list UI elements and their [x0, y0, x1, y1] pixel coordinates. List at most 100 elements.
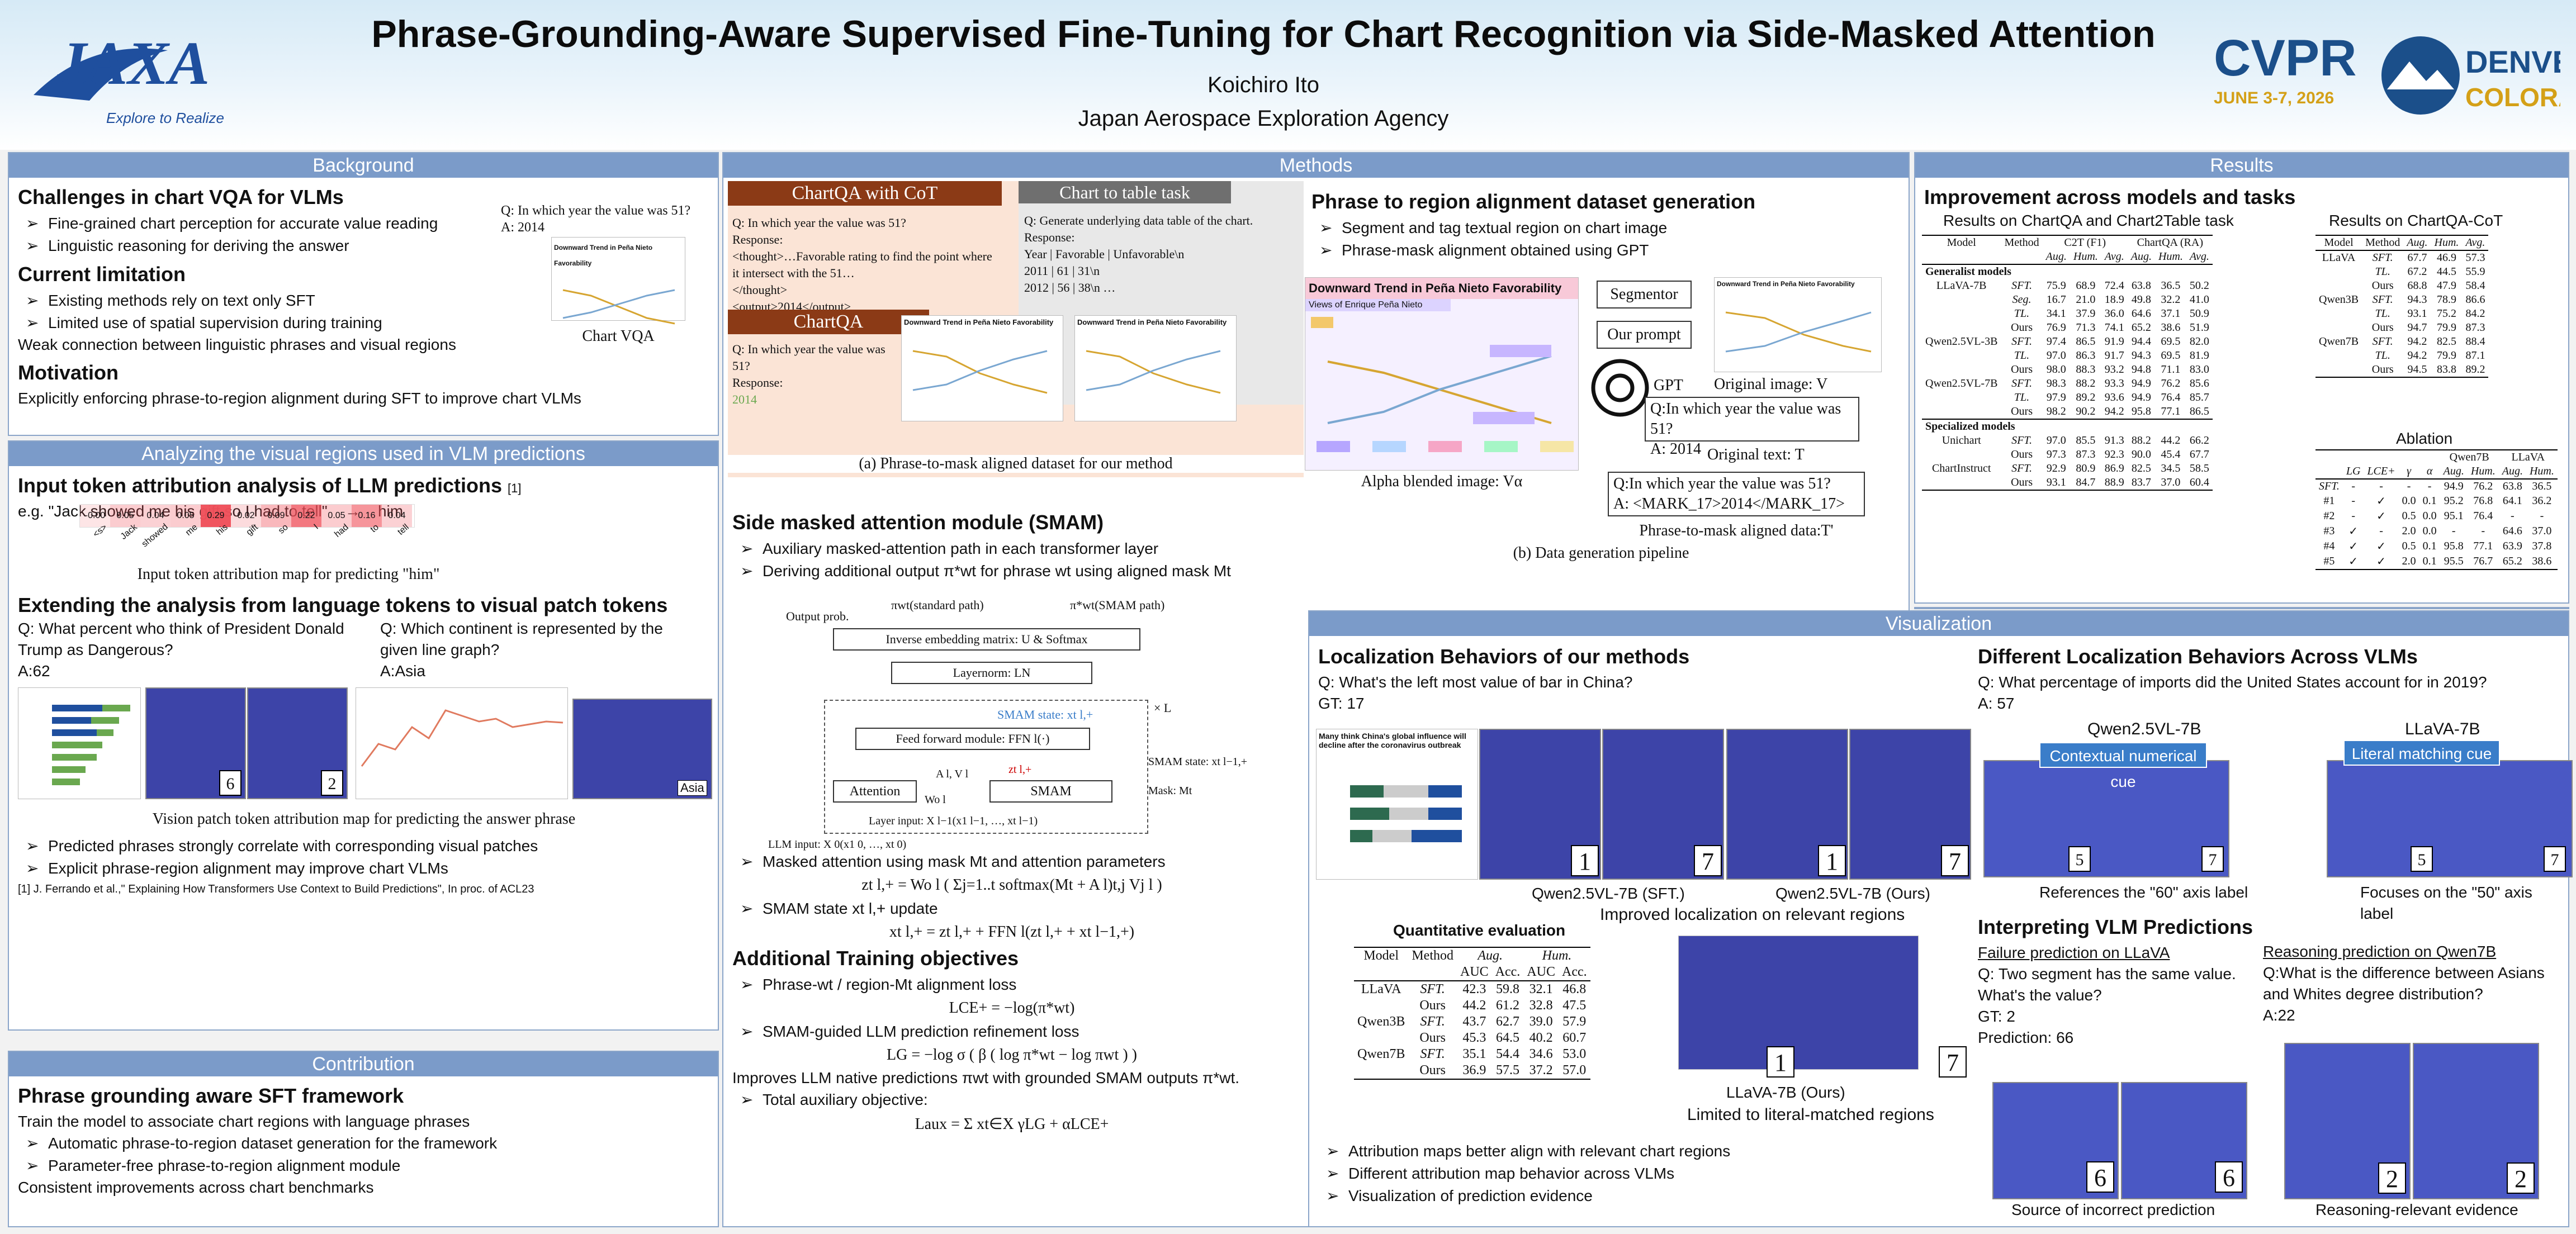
- jaxa-tagline: Explore to Realize: [106, 110, 224, 126]
- alpha-caption: Alpha blended image: Vα: [1361, 473, 1523, 490]
- table-cell: [2315, 349, 2362, 363]
- table-cell: Hum.: [2470, 465, 2496, 477]
- table-cell: #2: [2323, 510, 2335, 522]
- token-score: 0.04: [382, 505, 412, 527]
- table-cell: 71.1: [2161, 363, 2181, 376]
- table-cell: 83.0: [2189, 363, 2209, 376]
- heatmap-qwen: [1983, 760, 2229, 877]
- table-cell: Aug.: [2407, 236, 2428, 249]
- table-cell: 98.3: [2046, 377, 2066, 390]
- table-cell: 92.9: [2046, 462, 2066, 474]
- table-cell: 97.0: [2046, 349, 2066, 362]
- table-cell: 62.7: [1495, 1014, 1519, 1029]
- table-cell: [2315, 321, 2362, 335]
- table-cell: 82.5: [2436, 335, 2456, 348]
- cot-response: Response:: [732, 232, 783, 246]
- prompt-box: Our prompt: [1597, 321, 1692, 349]
- table-cell: 36.9: [1462, 1063, 1486, 1078]
- table-cell: 37.8: [2532, 540, 2552, 552]
- table-cell: 93.1: [2046, 476, 2066, 488]
- table-cell: 39.0: [1529, 1014, 1553, 1029]
- table-cell: 82.5: [2131, 462, 2151, 474]
- text: Improves LLM native predictions πwt with…: [732, 1069, 1240, 1086]
- table-cell: Ours: [2011, 321, 2033, 334]
- dataset-chart-2: Downward Trend in Peña Nieto Favorabilit…: [1074, 315, 1237, 421]
- table-cell: SFT.: [2372, 251, 2393, 264]
- table-cell: [1922, 349, 2001, 363]
- diff-heading: Different Localization Behaviors Across …: [1978, 645, 2418, 668]
- ref: [1]: [508, 481, 522, 495]
- footnote: [1] J. Ferrando et al.," Explaining How …: [18, 883, 534, 895]
- bullet: Explicit phrase-region alignment may imp…: [18, 857, 711, 880]
- contribution-panel: Contribution Phrase grounding aware SFT …: [8, 1051, 719, 1227]
- question: Q: What's the left most value of bar in …: [1318, 673, 1633, 691]
- a1: A:62: [18, 662, 50, 680]
- table-cell: Ours: [2371, 363, 2394, 376]
- bullet: Parameter-free phrase-to-region alignmen…: [18, 1155, 709, 1177]
- gpt-label: GPT: [1654, 377, 1683, 394]
- table-cell: -: [2351, 510, 2355, 522]
- table-cell: Aug.: [1478, 948, 1503, 963]
- table-cell: #1: [2323, 495, 2335, 507]
- table-cell: 95.5: [2444, 555, 2464, 567]
- caption-sft: Qwen2.5VL-7B (SFT.): [1532, 885, 1685, 902]
- interp-heading: Interpreting VLM Predictions: [1978, 915, 2253, 938]
- table-cell: Seg.: [2012, 293, 2032, 306]
- results-panel: Results Improvement across models and ta…: [1914, 152, 2569, 604]
- table-cell: TL.: [2375, 349, 2390, 362]
- fail-pred: Prediction: 66: [1978, 1029, 2074, 1046]
- table-cell: 47.9: [2436, 279, 2456, 292]
- table-cell: Aug.: [2502, 465, 2523, 477]
- table-cell: 79.9: [2436, 321, 2456, 334]
- table-cell: γ: [2407, 465, 2412, 477]
- table-cell: [1922, 391, 2001, 405]
- table-cell: 76.8: [2473, 495, 2493, 507]
- c2t-line: Year | Favorable | Unfavorable\n: [1024, 247, 1185, 261]
- table-cell: SFT.: [1420, 982, 1445, 996]
- model-llava: LLaVA-7B: [2405, 720, 2480, 738]
- table-cell: 91.3: [2104, 434, 2124, 447]
- bullet: Linguistic reasoning for deriving the an…: [18, 235, 481, 257]
- chart-vqa-thumbnail: Downward Trend in Peña Nieto Favorabilit…: [551, 237, 685, 325]
- table-cell: Ours: [2371, 279, 2394, 292]
- table-cell: 93.2: [2104, 363, 2124, 376]
- table-cell: Ours: [2011, 405, 2033, 417]
- table-cell: 95.8: [2131, 405, 2151, 417]
- rsn-heading: Reasoning prediction on Qwen7B: [2263, 943, 2497, 960]
- table-cell: Acc.: [1495, 965, 1521, 979]
- patch-caption: Vision patch token attribution map for p…: [152, 810, 576, 828]
- equation-1: zt l,+ = Wo l ( Σj=1..t softmax(Mt + A l…: [861, 876, 1162, 894]
- llava-caption: LLaVA-7B (Ours): [1726, 1084, 1845, 1101]
- table-cell: Qwen2.5VL-7B: [1925, 377, 1998, 390]
- table-cell: SFT.: [2372, 335, 2393, 348]
- table-cell: 85.5: [2076, 434, 2096, 447]
- table-cell: 68.9: [2076, 279, 2096, 292]
- table-cell: 76.9: [2046, 321, 2066, 334]
- table-cell: 66.2: [2189, 434, 2209, 447]
- table-cell: Avg.: [2465, 236, 2485, 249]
- table-cell: ✓: [2348, 556, 2359, 568]
- masked-caption: Phrase-to-mask aligned data:T': [1639, 522, 1834, 539]
- poster-header: JAXA Explore to Realize Phrase-Grounding…: [0, 0, 2576, 150]
- target-word: him: [377, 502, 404, 520]
- question: Q: What percentage of imports did the Un…: [1978, 673, 2487, 691]
- bullet: Predicted phrases strongly correlate wit…: [18, 835, 711, 857]
- table-cell: Avg.: [2104, 250, 2124, 263]
- table-cell: 69.5: [2161, 335, 2181, 348]
- bullet: Fine-grained chart perception for accura…: [18, 212, 481, 235]
- table-cell: 84.7: [2076, 476, 2096, 488]
- table-cell: 36.0: [2104, 307, 2124, 320]
- table-cell: 67.7: [2407, 251, 2427, 264]
- label-7: 7: [2544, 846, 2566, 872]
- table-cell: 81.9: [2189, 349, 2209, 362]
- table-cell: SFT.: [1420, 1047, 1445, 1061]
- bullet: Phrase-wt / region-Mt alignment loss: [732, 974, 1291, 996]
- rsn-answer: A:22: [2263, 1007, 2295, 1024]
- text: Explicitly enforcing phrase-to-region al…: [18, 390, 581, 407]
- table-cell: -: [2379, 525, 2383, 537]
- bullet: Existing methods rely on text only SFT: [18, 289, 481, 312]
- asia-line-chart: [356, 687, 568, 799]
- table-cell: TL.: [2014, 307, 2030, 320]
- svg-text:JAXA: JAXA: [55, 29, 210, 97]
- table-cell: 43.7: [1462, 1014, 1486, 1029]
